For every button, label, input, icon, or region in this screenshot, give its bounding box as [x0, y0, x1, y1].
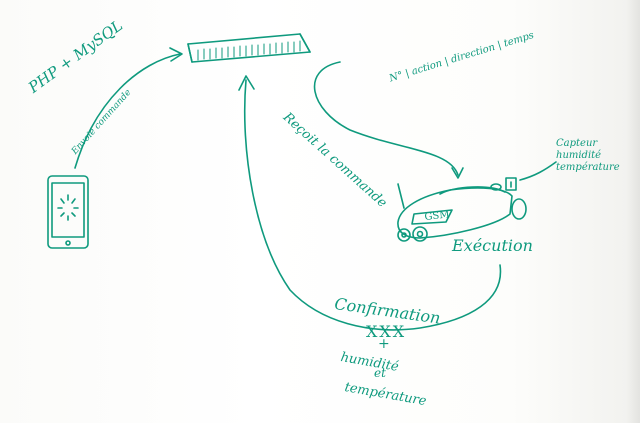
robot-wheel [412, 226, 428, 242]
arrow-robot-to-server [238, 75, 502, 331]
robot-wheel-rear [511, 198, 527, 220]
server-body [187, 33, 311, 63]
label-execution: Exécution [452, 236, 533, 255]
robot-wheel-hub [416, 230, 424, 238]
gsm-plate [411, 209, 453, 225]
robot-wheel-hub [401, 232, 407, 238]
robot-body [397, 187, 513, 239]
label-xxx: XXX [366, 322, 407, 341]
phone-home-button [65, 240, 71, 246]
server-icon [187, 33, 311, 63]
arrow-phone-to-server [74, 47, 183, 169]
label-et: et [374, 366, 386, 380]
phone-screen [51, 182, 85, 238]
robot-antenna [397, 183, 405, 209]
phone-loading-icon [57, 194, 79, 221]
sensor-icon [505, 177, 517, 191]
robot-car-icon [397, 177, 527, 242]
smartphone-icon [47, 175, 89, 249]
sensor-box [505, 177, 517, 191]
robot-wheel [397, 228, 411, 242]
phone-body [47, 175, 89, 249]
label-capteur: Capteur humidité température [556, 138, 620, 173]
board-edge-shadow [626, 0, 640, 423]
robot-top [439, 186, 506, 195]
server-vents [197, 40, 301, 61]
label-plus: + [378, 336, 390, 352]
sensor-pointer-line [519, 161, 557, 181]
arrow-server-to-robot [313, 61, 464, 179]
robot-wheel-rear [490, 183, 502, 191]
